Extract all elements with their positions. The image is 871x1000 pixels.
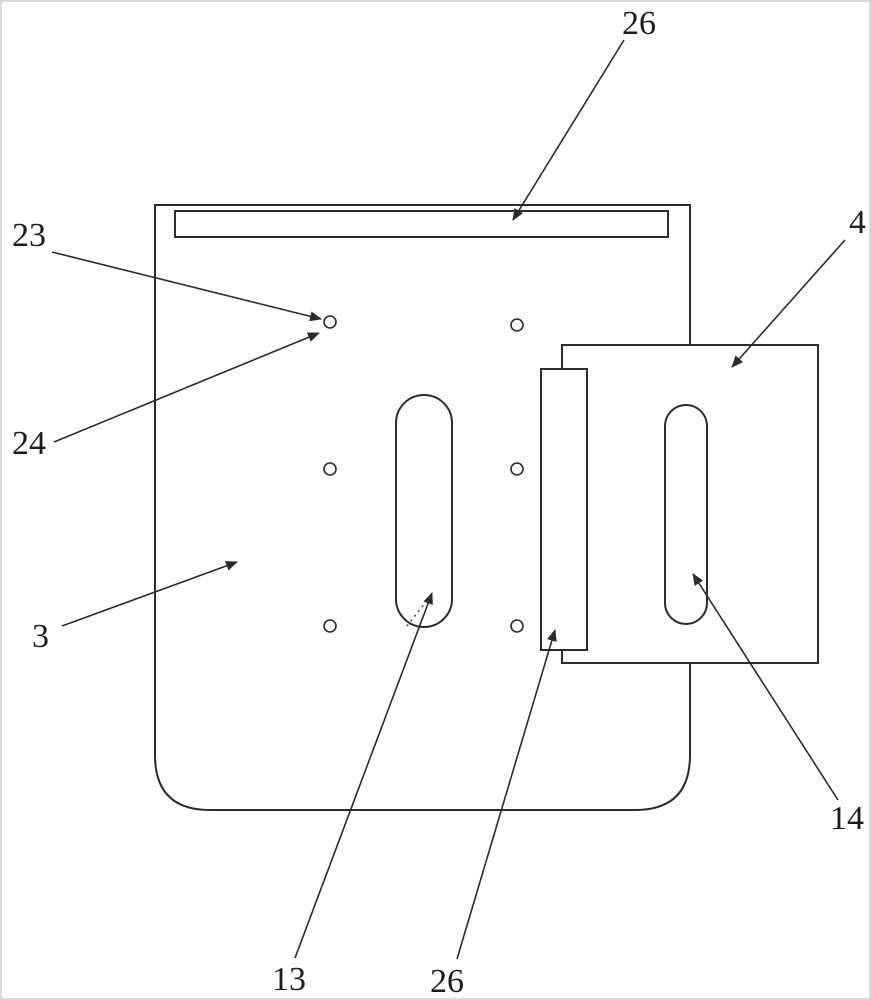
- mount-strip: [540, 368, 588, 651]
- leader-3: [61, 561, 238, 627]
- label-26-bottom: 26: [430, 963, 464, 998]
- leader-23: [51, 251, 322, 322]
- side-slot: [664, 404, 708, 625]
- main-slot: [395, 394, 453, 628]
- leader-4: [731, 239, 846, 368]
- hole: [323, 462, 337, 476]
- hole: [323, 619, 337, 633]
- hole: [510, 318, 524, 332]
- label-24: 24: [12, 425, 46, 462]
- label-26-top: 26: [622, 5, 656, 42]
- leader-24: [53, 332, 320, 443]
- leader-14: [692, 573, 839, 801]
- hole: [510, 619, 524, 633]
- hole: [510, 462, 524, 476]
- label-3: 3: [32, 618, 49, 655]
- top-slot: [174, 210, 669, 238]
- label-4: 4: [849, 204, 866, 241]
- hidden-line-detail: [406, 593, 433, 627]
- label-23: 23: [12, 217, 46, 254]
- label-13: 13: [272, 961, 306, 998]
- leader-26-top: [512, 39, 625, 221]
- leader-13: [294, 592, 433, 959]
- leader-26-bottom: [456, 629, 557, 960]
- hole: [323, 315, 337, 329]
- label-14: 14: [830, 800, 864, 837]
